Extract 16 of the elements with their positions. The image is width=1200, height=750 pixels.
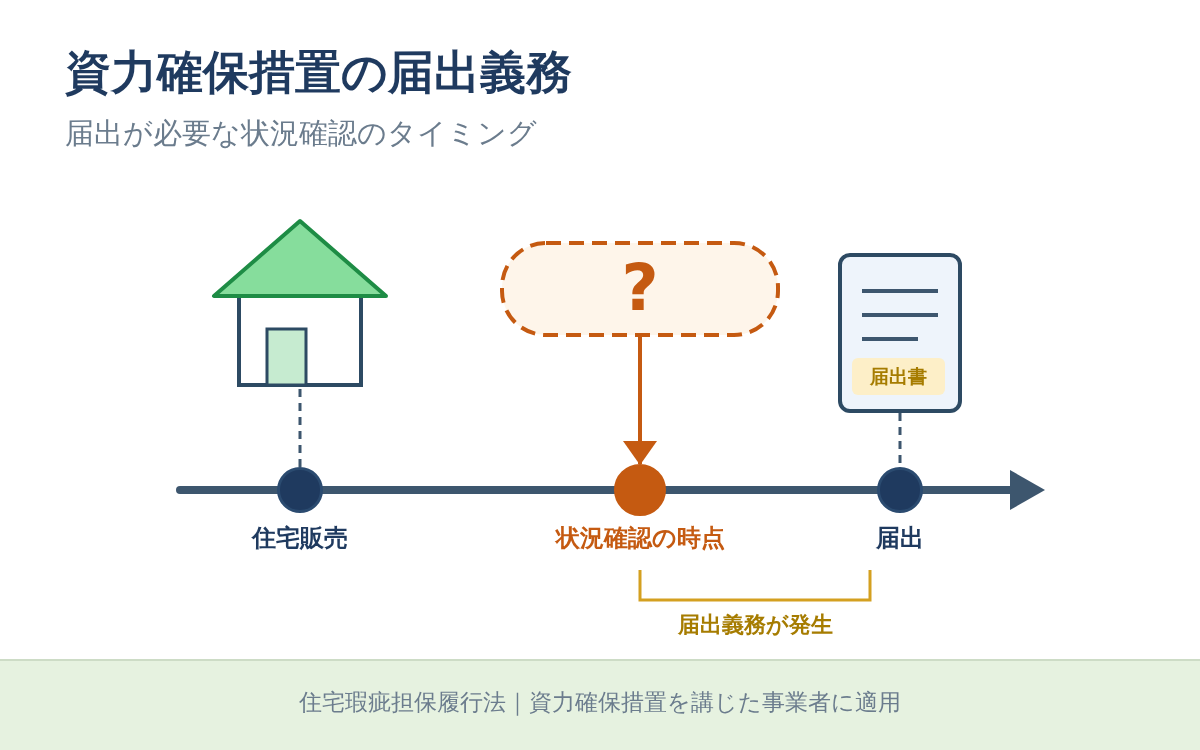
milestone-label: 住宅販売 [252, 524, 348, 553]
timeline-dot [614, 464, 666, 516]
document-title: 届出書 [852, 358, 945, 395]
question-mark: ? [621, 255, 659, 320]
timeline-dot [877, 467, 923, 513]
document-card [838, 253, 962, 413]
arrow [623, 337, 657, 465]
footer-caption: 住宅瑕疵担保履行法｜資力確保措置を講じた事業者に適用 [299, 689, 901, 717]
timeline-dot [277, 467, 323, 513]
subtitle: 届出が必要な状況確認のタイミング [65, 116, 537, 151]
house-drawing [211, 218, 389, 389]
milestone-label: 届出 [876, 524, 924, 553]
bracket-label: 届出義務が発生 [677, 612, 833, 639]
title: 資力確保措置の届出義務 [65, 46, 572, 99]
milestone-label: 状況確認の時点 [555, 524, 725, 553]
dashed-connector [298, 389, 302, 467]
